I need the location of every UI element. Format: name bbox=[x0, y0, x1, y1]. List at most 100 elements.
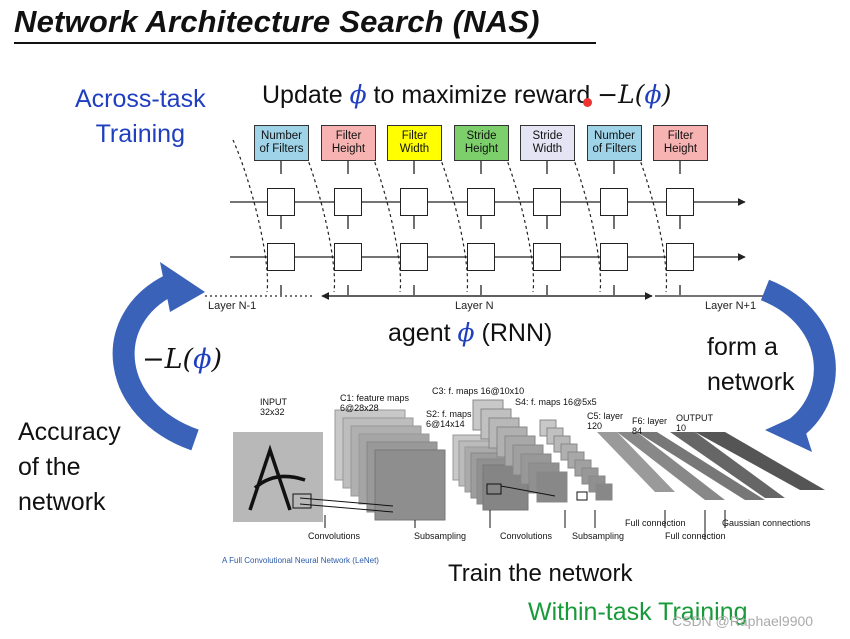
label-convolutions-2: Convolutions bbox=[500, 531, 553, 541]
lenet-f6-label: F6: layer 84 bbox=[632, 416, 667, 436]
rnn-cell bbox=[467, 188, 495, 216]
lenet-s2-label: S2: f. maps 6@14x14 bbox=[426, 409, 472, 429]
neg-loss-left-prefix: −L( bbox=[142, 344, 194, 375]
controller-box-6-line-2: of Filters bbox=[592, 143, 637, 155]
rnn-cell bbox=[400, 243, 428, 271]
lenet-c3-label: C3: f. maps 16@10x10 bbox=[432, 386, 525, 396]
neg-loss: −L( bbox=[597, 80, 645, 109]
neg-loss-left: −L(ϕ) bbox=[142, 344, 222, 375]
bottom-brackets bbox=[324, 510, 726, 540]
controller-box-2-line-2: Height bbox=[331, 143, 366, 155]
cursor-dot bbox=[583, 98, 592, 107]
lenet-output-label: OUTPUT 10 bbox=[676, 413, 713, 433]
f6-band-1 bbox=[617, 432, 725, 500]
page-title: Network Architecture Search (NAS) bbox=[14, 4, 540, 39]
lenet-input-label: INPUT 32x32 bbox=[260, 397, 287, 417]
lenet-s2-line-1: S2: f. maps bbox=[426, 409, 472, 419]
agent-phi: ϕ bbox=[457, 318, 475, 347]
accuracy-label: Accuracy of the network bbox=[18, 415, 121, 520]
f6-band-2 bbox=[637, 432, 765, 500]
c1-maps bbox=[334, 409, 446, 521]
close-paren: ) bbox=[661, 80, 672, 109]
output-band bbox=[670, 432, 785, 498]
rnn-cell bbox=[267, 188, 295, 216]
across-task-label: Across-task Training bbox=[75, 82, 206, 152]
form-network-line-2: network bbox=[707, 368, 795, 396]
lenet-c5-label: C5: layer 120 bbox=[587, 411, 623, 431]
controller-box-2-line-1: Filter bbox=[335, 130, 362, 142]
lenet-output-line-2: 10 bbox=[676, 423, 687, 433]
lenet-input-line-2: 32x32 bbox=[260, 407, 285, 417]
rnn-cell bbox=[533, 243, 561, 271]
phi-symbol: ϕ bbox=[349, 80, 367, 109]
left-curved-arrow bbox=[112, 275, 199, 451]
neg-loss-left-phi: ϕ bbox=[193, 344, 212, 375]
controller-box-6-line-1: Number bbox=[594, 130, 635, 142]
update-reward-text: Update ϕ to maximize reward −L(ϕ) bbox=[262, 80, 671, 110]
c5-band bbox=[597, 432, 675, 492]
label-subsampling-1: Subsampling bbox=[414, 531, 467, 541]
form-network-line-1: form a bbox=[707, 333, 778, 361]
controller-box-5-line-1: Stride bbox=[532, 130, 563, 142]
controller-box-7-line-2: Height bbox=[663, 143, 698, 155]
controller-box-1-line-1: Number bbox=[261, 130, 302, 142]
agent-prefix: agent bbox=[388, 319, 458, 347]
agent-text: agent ϕ (RNN) bbox=[388, 318, 552, 348]
label-gaussian-connections: Gaussian connections bbox=[722, 518, 811, 528]
rnn-cell bbox=[600, 243, 628, 271]
label-full-connection-1: Full connection bbox=[625, 518, 686, 528]
label-convolutions-1: Convolutions bbox=[308, 531, 361, 541]
output-band-2 bbox=[695, 432, 825, 490]
across-task-line-1: Across-task bbox=[75, 85, 206, 113]
within-task-label: Within-task Training bbox=[528, 598, 748, 626]
lenet-s4-label: S4: f. maps 16@5x5 bbox=[515, 397, 597, 407]
agent-suffix: (RNN) bbox=[474, 319, 553, 347]
rnn-cell bbox=[666, 243, 694, 271]
rnn-cell bbox=[267, 243, 295, 271]
accuracy-line-2: of the bbox=[18, 453, 81, 481]
left-arrow-head bbox=[160, 262, 205, 312]
lenet-diagram bbox=[233, 399, 825, 540]
label-full-connection-2: Full connection bbox=[665, 531, 726, 541]
lenet-f6-line-2: 84 bbox=[632, 426, 643, 436]
lenet-c5-line-2: 120 bbox=[587, 421, 603, 431]
lenet-input-line-1: INPUT bbox=[260, 397, 287, 407]
rnn-cell bbox=[666, 188, 694, 216]
right-curved-arrow bbox=[760, 279, 836, 442]
controller-box-3-line-2: Width bbox=[399, 143, 430, 155]
controller-box-4-line-2: Height bbox=[464, 143, 499, 155]
controller-box-4-line-1: Stride bbox=[466, 130, 497, 142]
update-mid: to maximize reward bbox=[366, 81, 598, 109]
controller-box-3-line-1: Filter bbox=[401, 130, 428, 142]
c3-maps bbox=[472, 399, 568, 503]
layer-n: Layer N bbox=[455, 300, 494, 312]
lenet-f6-line-1: F6: layer bbox=[632, 416, 668, 426]
rnn-cell bbox=[334, 188, 362, 216]
lenet-caption: A Full Convolutional Neural Network (LeN… bbox=[222, 556, 379, 565]
layer-n-plus-1: Layer N+1 bbox=[705, 300, 757, 312]
label-subsampling-2: Subsampling bbox=[572, 531, 625, 541]
lenet-c1-label: C1: feature maps 6@28x28 bbox=[340, 393, 409, 413]
rnn-cell bbox=[533, 188, 561, 216]
controller-box-5-line-2: Width bbox=[532, 143, 563, 155]
s4-maps bbox=[539, 419, 613, 501]
input-letter-a bbox=[248, 444, 306, 511]
rnn-cell bbox=[334, 243, 362, 271]
watermark: CSDN @Raphael9900 bbox=[672, 613, 814, 629]
title-underline bbox=[14, 42, 596, 44]
form-network-label: form a network bbox=[707, 330, 795, 400]
accuracy-line-1: Accuracy bbox=[18, 418, 121, 446]
controller-box-7-line-1: Filter bbox=[667, 130, 694, 142]
layer-n-minus-1: Layer N-1 bbox=[208, 300, 257, 312]
train-network-label: Train the network bbox=[448, 560, 633, 587]
lenet-c5-line-1: C5: layer bbox=[587, 411, 624, 421]
rnn-cell bbox=[467, 243, 495, 271]
neg-loss-left-close: ) bbox=[211, 344, 223, 375]
